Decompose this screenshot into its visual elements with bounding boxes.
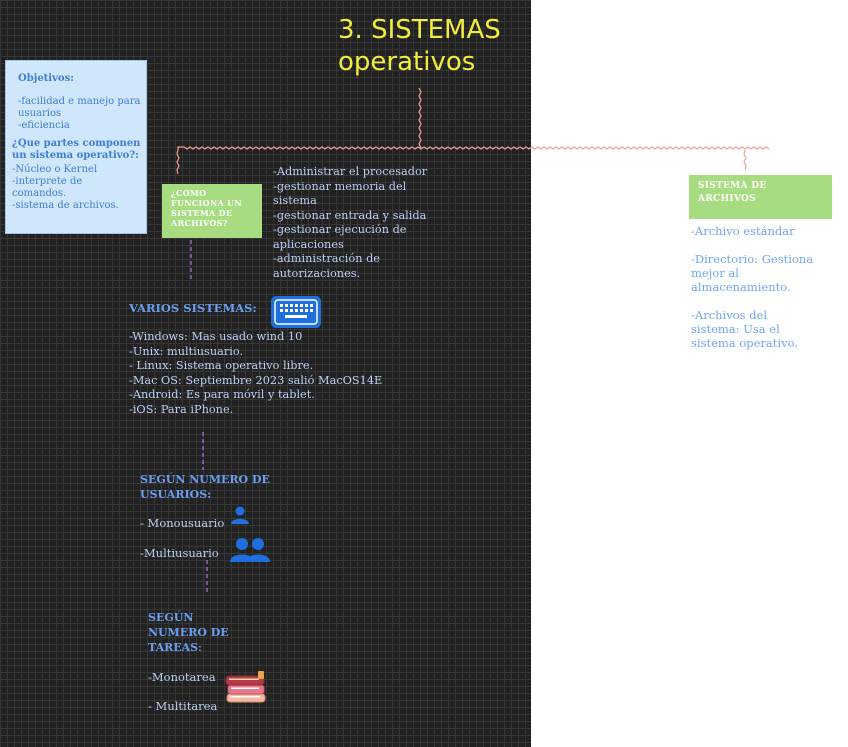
objectives-card: Objetivos: -facilidad e manejo para usua… [5,60,147,234]
function-item: -gestionar entrada y salida [273,209,427,224]
functions-list: -Administrar el procesador -gestionar me… [273,165,427,281]
file-types-list: -Archivo estándar -Directorio: Gestiona … [691,224,813,350]
file-type-line: -Archivo estándar [691,224,813,238]
tasks-heading-line: NUMERO DE [148,625,229,640]
tasks-heading-line: SEGÚN [148,610,229,625]
systems-heading: VARIOS SISTEMAS: [129,301,257,316]
multi-task-label: - Multitarea [148,699,217,713]
tasks-heading-line: TAREAS: [148,640,229,655]
file-system-label-line: SISTEMA DE [698,180,832,193]
keyboard-icon [271,296,321,328]
system-item: - Linux: Sistema operativo libre. [129,359,382,374]
tasks-heading: SEGÚN NUMERO DE TAREAS: [148,610,229,655]
how-it-works-card: ¿COMO FUNCIONA UN SISTEMA DE ARCHIVOS? [162,184,262,238]
system-item: -Mac OS: Septiembre 2023 salió MacOS14E [129,374,382,389]
function-item: autorizaciones. [273,267,427,282]
person-icon [230,505,250,525]
users-heading: SEGÚN NUMERO DE USUARIOS: [140,472,270,502]
objectives-list: -facilidad e manejo para usuarios -efici… [18,96,146,132]
file-type-spacer [691,238,813,252]
system-item: -iOS: Para iPhone. [129,403,382,418]
parts-item: -interprete de [12,176,146,188]
file-type-spacer [691,294,813,308]
parts-list: -Núcleo o Kernel -interprete de comandos… [12,164,146,212]
file-type-line: mejor al [691,266,813,280]
parts-heading-line: ¿Que partes componen [12,138,146,150]
how-label-line: SISTEMA DE [171,208,262,218]
page-title: 3. SISTEMAS operativos [338,14,501,78]
objectives-item: usuarios [18,108,146,120]
how-label-line: ¿COMO [171,188,262,198]
multi-user-label: -Multiusuario [140,546,219,560]
single-task-label: -Monotarea [148,670,216,684]
branch-connector [178,147,769,150]
parts-heading-line: un sistema operativo?: [12,150,146,162]
function-item: aplicaciones [273,238,427,253]
users-heading-line: USUARIOS: [140,487,270,502]
system-item: -Windows: Mas usado wind 10 [129,330,382,345]
file-type-line: -Directorio: Gestiona [691,252,813,266]
tasks-heading-colon: : [198,641,202,654]
parts-item: -Núcleo o Kernel [12,164,146,176]
parts-item: comandos. [12,188,146,200]
system-item: -Android: Es para móvil y tablet. [129,388,382,403]
function-item: -gestionar ejecución de [273,223,427,238]
title-connector [419,88,421,148]
objectives-item: -eficiencia [18,120,146,132]
file-type-line: almacenamiento. [691,280,813,294]
left-drop-connector [177,150,179,174]
objectives-heading: Objetivos: [18,73,146,84]
system-item: -Unix: multiusuario. [129,345,382,360]
file-system-card: SISTEMA DE ARCHIVOS [689,175,832,219]
objectives-item: -facilidad e manejo para [18,96,146,108]
function-item: sistema [273,194,427,209]
tasks-heading-text: TAREAS [148,641,198,654]
how-label-line: ARCHIVOS? [171,218,262,228]
single-user-label: - Monousuario [140,516,224,530]
file-system-label-line: ARCHIVOS [698,193,832,206]
function-item: -Administrar el procesador [273,165,427,180]
systems-list: -Windows: Mas usado wind 10 -Unix: multi… [129,330,382,417]
title-line-1: 3. SISTEMAS [338,14,501,46]
function-item: -gestionar memoria del [273,180,427,195]
books-icon [225,670,267,704]
people-icon [230,537,272,563]
file-type-line: sistema operativo. [691,336,813,350]
how-label-line: FUNCIONA UN [171,198,262,208]
parts-heading: ¿Que partes componen un sistema operativ… [12,138,146,162]
users-heading-line: SEGÚN NUMERO DE [140,472,270,487]
right-drop-connector [744,150,746,170]
parts-item: -sistema de archivos. [12,200,146,212]
title-line-2: operativos [338,46,501,78]
file-type-line: sistema: Usa el [691,322,813,336]
file-type-line: -Archivos del [691,308,813,322]
function-item: -administración de [273,252,427,267]
